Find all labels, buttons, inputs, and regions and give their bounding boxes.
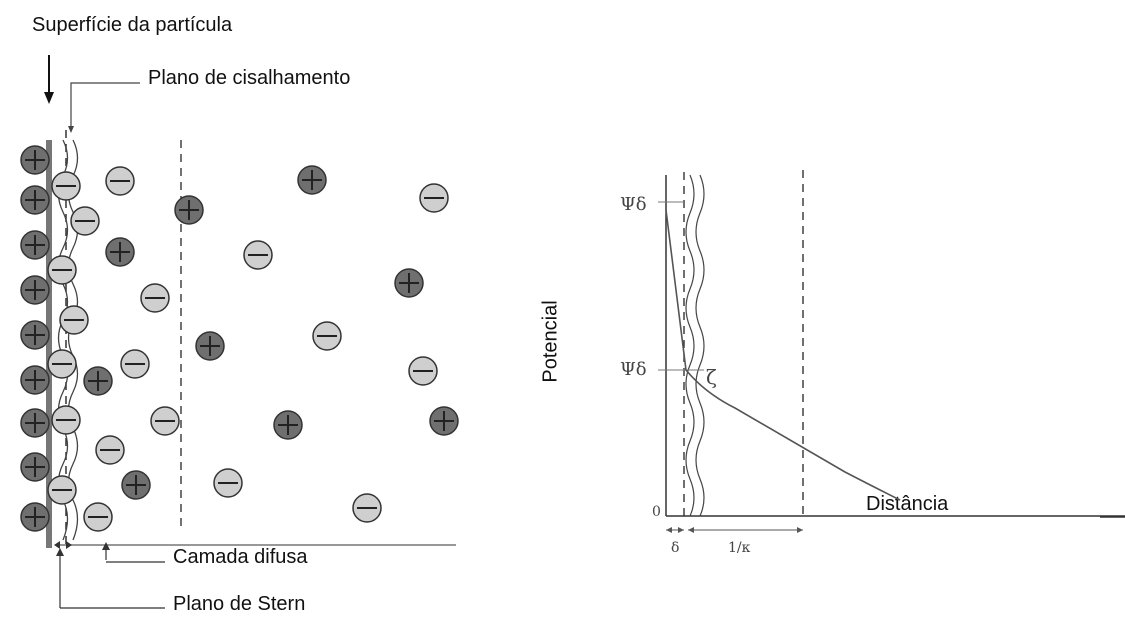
distance-axis-label: Distância [866,493,949,515]
delta-label: δ [671,540,679,556]
origin-label: 0 [652,504,661,520]
bottom-markers [54,541,456,609]
debye-length-label: 1/κ [728,540,751,556]
psi-delta-label: Ψδ [620,359,647,380]
shear-plane-leader [68,82,140,133]
particle-surface-label: Superfície da partícula [32,14,233,36]
wavy-boundary-left [57,139,69,541]
surface-arrow [44,55,54,104]
potential-graph [658,170,1125,533]
graph-wavy-boundary-a [685,174,695,517]
ion-layer [20,145,459,532]
graph-wavy-boundary-b [695,174,705,517]
potential-curve [665,209,901,501]
zeta-label: ζ [706,365,717,389]
diffuse-layer-label: Camada difusa [173,546,308,568]
graph-text: Ψδ Ψδ ζ 0 δ 1/κ [620,194,751,556]
psi-zero-label: Ψδ [620,194,647,215]
shear-plane-label: Plano de cisalhamento [148,67,351,89]
stern-plane-label: Plano de Stern [173,593,306,615]
wavy-boundary-right [67,139,79,541]
